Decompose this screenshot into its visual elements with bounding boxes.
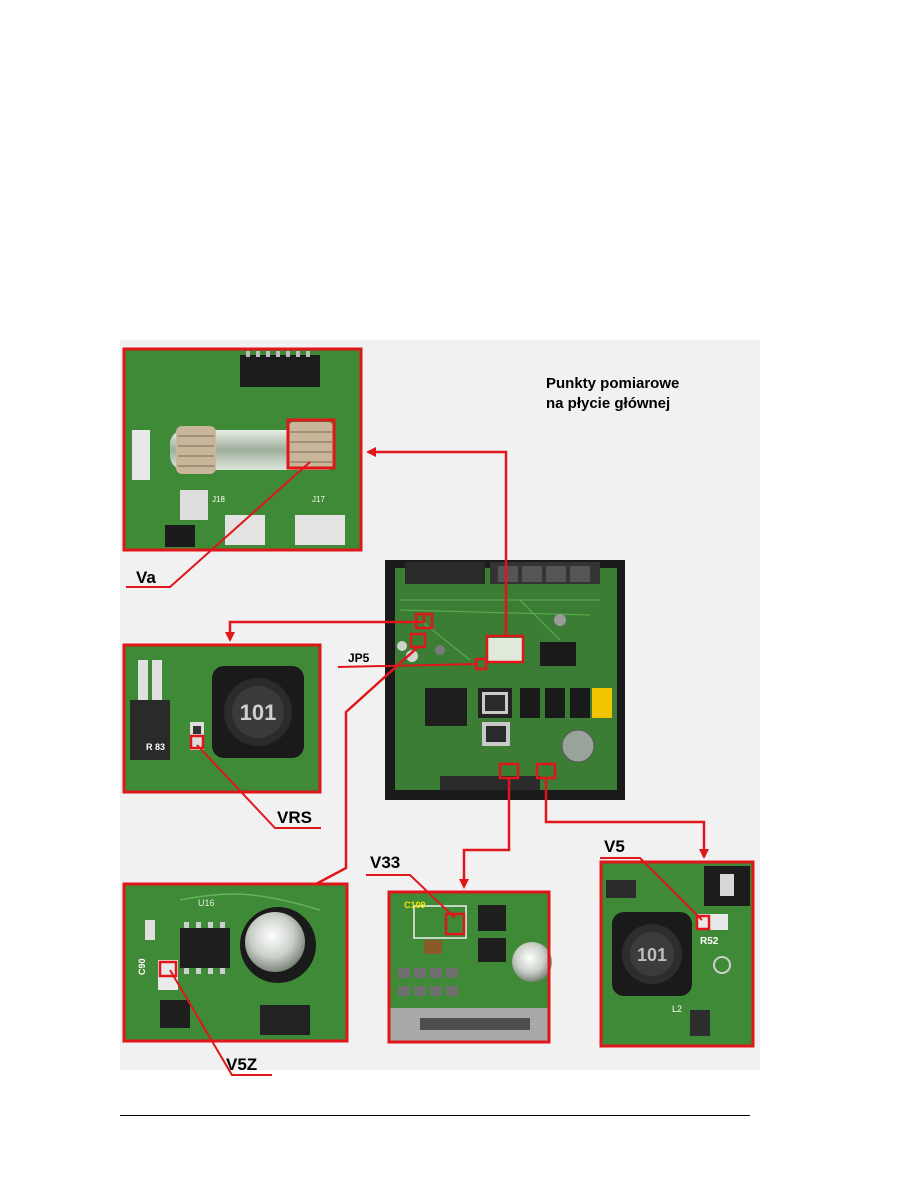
arrow-v33 [459, 778, 511, 889]
label-va: Va [136, 568, 156, 587]
leader-vrs [196, 744, 321, 829]
r52-label: R52 [700, 936, 719, 947]
leader-v5z [169, 969, 272, 1076]
fuse-measure-box [286, 418, 336, 470]
v33-measure-box [444, 912, 466, 936]
v33-panel-frame [387, 890, 551, 1044]
c109-label: C109 [404, 900, 426, 910]
v5-panel-frame [599, 860, 755, 1048]
leader-va [126, 461, 311, 588]
regulator-panel-frame [122, 882, 349, 1043]
inductor-marking-l2: 101 [637, 945, 667, 965]
footer-rule [120, 1115, 750, 1116]
arrow-v5z [315, 646, 419, 886]
connector-j18-label: J18 [212, 495, 225, 504]
label-vrs: VRS [277, 808, 312, 827]
inductor-detail-photo: 101 R 83 [124, 645, 320, 792]
fuse-panel-frame [122, 347, 363, 552]
fuse-detail-photo: J18 J17 [124, 349, 361, 550]
u16-label: U16 [198, 898, 215, 908]
l2-label: L2 [672, 1004, 682, 1014]
r83-label: R 83 [146, 742, 165, 752]
inductor-panel-frame [122, 643, 322, 794]
arrow-vrs [225, 614, 426, 642]
label-v5z: V5Z [226, 1055, 257, 1074]
inductor-marking-top: 101 [240, 700, 277, 725]
title-line-2: na płycie głównej [546, 395, 671, 412]
leader-jp5 [337, 663, 479, 668]
label-v33: V33 [370, 853, 400, 872]
c90-label: C90 [137, 958, 147, 975]
label-jp5: JP5 [348, 651, 370, 665]
regulator-detail-photo: U16 C90 [124, 884, 347, 1041]
v33-detail-photo: C109 [389, 892, 552, 1042]
v5-detail-photo: 101 L2 R52 [601, 862, 753, 1046]
connector-j17-label: J17 [312, 495, 325, 504]
diagram-title: Punkty pomiarowe na płycie głównej [546, 374, 746, 414]
r83-measure-box [189, 734, 205, 750]
leader-v5 [600, 857, 703, 921]
c90-measure-box [158, 960, 178, 978]
arrow-v5 [544, 778, 709, 859]
r52-measure-box [695, 914, 711, 931]
label-v5: V5 [604, 837, 625, 856]
leader-v33 [366, 874, 456, 919]
arrow-va [366, 447, 508, 636]
title-line-1: Punkty pomiarowe [546, 375, 680, 392]
